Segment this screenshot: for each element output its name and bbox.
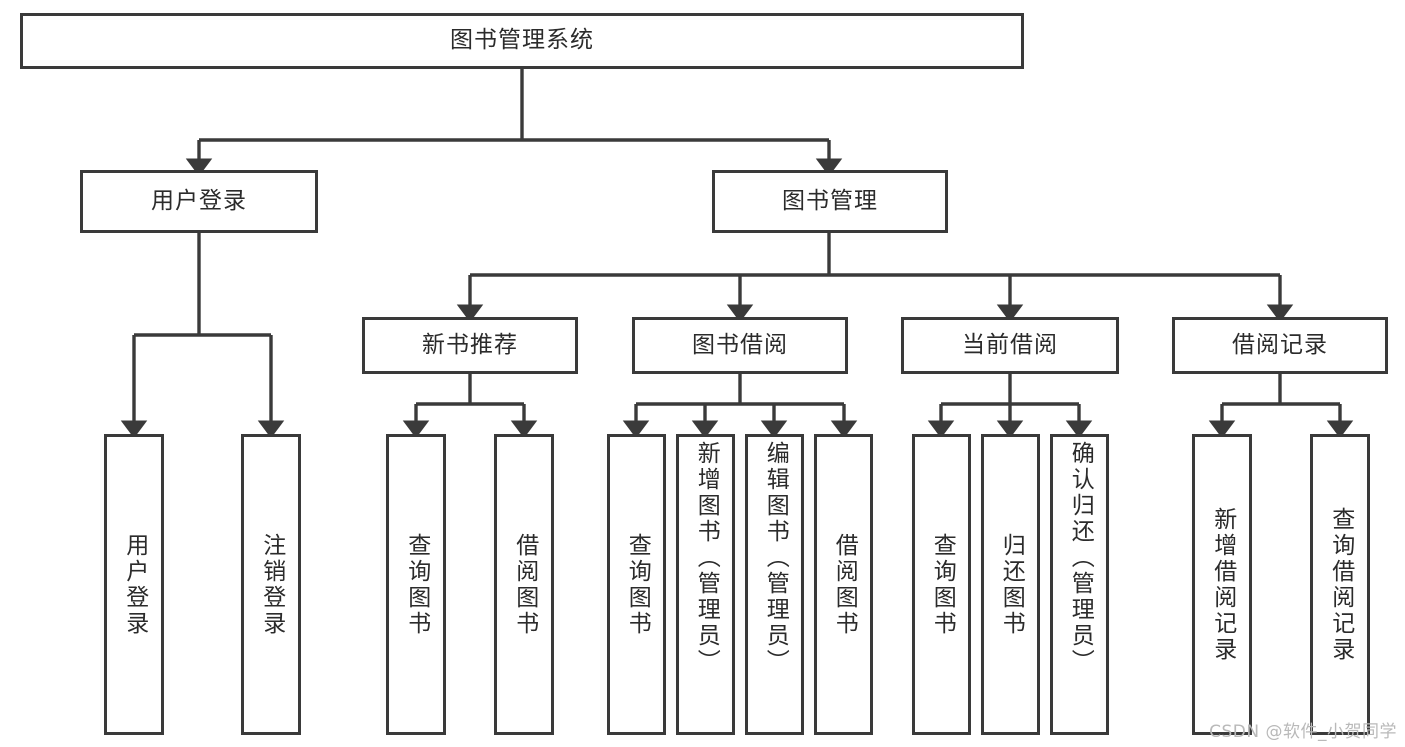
node-book-manage[interactable]: 图书管理 <box>712 170 948 233</box>
node-user-login[interactable]: 用户登录 <box>80 170 318 233</box>
node-leaf-add-book[interactable]: 新增图书（管理员） <box>676 434 735 735</box>
node-label: 借阅记录 <box>1232 331 1328 358</box>
leaf-inner: 查询图书 <box>610 437 663 732</box>
leaf-inner: 借阅图书 <box>497 437 551 732</box>
node-label: 新增借阅记录 <box>1209 506 1236 663</box>
leaf-inner: 编辑图书（管理员） <box>748 437 801 732</box>
node-leaf-user-login[interactable]: 用户登录 <box>104 434 164 735</box>
leaf-inner: 用户登录 <box>107 437 161 732</box>
node-label: 图书管理系统 <box>450 27 594 54</box>
node-label: 当前借阅 <box>962 331 1058 358</box>
leaf-inner: 查询借阅记录 <box>1313 437 1367 732</box>
leaf-inner: 归还图书 <box>984 437 1037 732</box>
node-leaf-query-book-3[interactable]: 查询图书 <box>912 434 971 735</box>
node-leaf-query-book-1[interactable]: 查询图书 <box>386 434 446 735</box>
node-label: 归还图书 <box>998 532 1025 637</box>
node-label: 图书管理 <box>782 187 878 214</box>
node-label: 借阅图书 <box>831 532 858 637</box>
node-label: 新书推荐 <box>422 331 518 358</box>
node-label: 注销登录 <box>258 532 285 637</box>
node-leaf-edit-book[interactable]: 编辑图书（管理员） <box>745 434 804 735</box>
node-label: 借阅图书 <box>511 532 538 637</box>
node-label: 查询借阅记录 <box>1327 506 1354 663</box>
node-leaf-query-record[interactable]: 查询借阅记录 <box>1310 434 1370 735</box>
node-leaf-borrow-book-2[interactable]: 借阅图书 <box>814 434 873 735</box>
node-book-borrow[interactable]: 图书借阅 <box>632 317 848 374</box>
node-label: 确认归还（管理员） <box>1067 441 1094 675</box>
leaf-inner: 新增图书（管理员） <box>679 437 732 732</box>
node-label: 新增图书（管理员） <box>693 441 720 675</box>
node-label: 查询图书 <box>929 532 956 637</box>
node-label: 查询图书 <box>403 532 430 637</box>
node-leaf-confirm-return[interactable]: 确认归还（管理员） <box>1050 434 1109 735</box>
node-label: 查询图书 <box>624 532 651 637</box>
node-label: 编辑图书（管理员） <box>762 441 789 675</box>
node-book-management-system[interactable]: 图书管理系统 <box>20 13 1024 69</box>
node-leaf-add-record[interactable]: 新增借阅记录 <box>1192 434 1252 735</box>
csdn-watermark: CSDN @软件_小贺同学 <box>1209 722 1397 742</box>
node-leaf-query-book-2[interactable]: 查询图书 <box>607 434 666 735</box>
node-borrow-record[interactable]: 借阅记录 <box>1172 317 1388 374</box>
node-label: 图书借阅 <box>692 331 788 358</box>
node-leaf-logout[interactable]: 注销登录 <box>241 434 301 735</box>
node-leaf-borrow-book-1[interactable]: 借阅图书 <box>494 434 554 735</box>
leaf-inner: 查询图书 <box>915 437 968 732</box>
node-new-book-recommend[interactable]: 新书推荐 <box>362 317 578 374</box>
node-label: 用户登录 <box>151 187 247 214</box>
leaf-inner: 借阅图书 <box>817 437 870 732</box>
node-leaf-return-book[interactable]: 归还图书 <box>981 434 1040 735</box>
leaf-inner: 注销登录 <box>244 437 298 732</box>
node-current-borrow[interactable]: 当前借阅 <box>901 317 1119 374</box>
leaf-inner: 确认归还（管理员） <box>1053 437 1106 732</box>
leaf-inner: 新增借阅记录 <box>1195 437 1249 732</box>
node-label: 用户登录 <box>121 532 148 637</box>
leaf-inner: 查询图书 <box>389 437 443 732</box>
